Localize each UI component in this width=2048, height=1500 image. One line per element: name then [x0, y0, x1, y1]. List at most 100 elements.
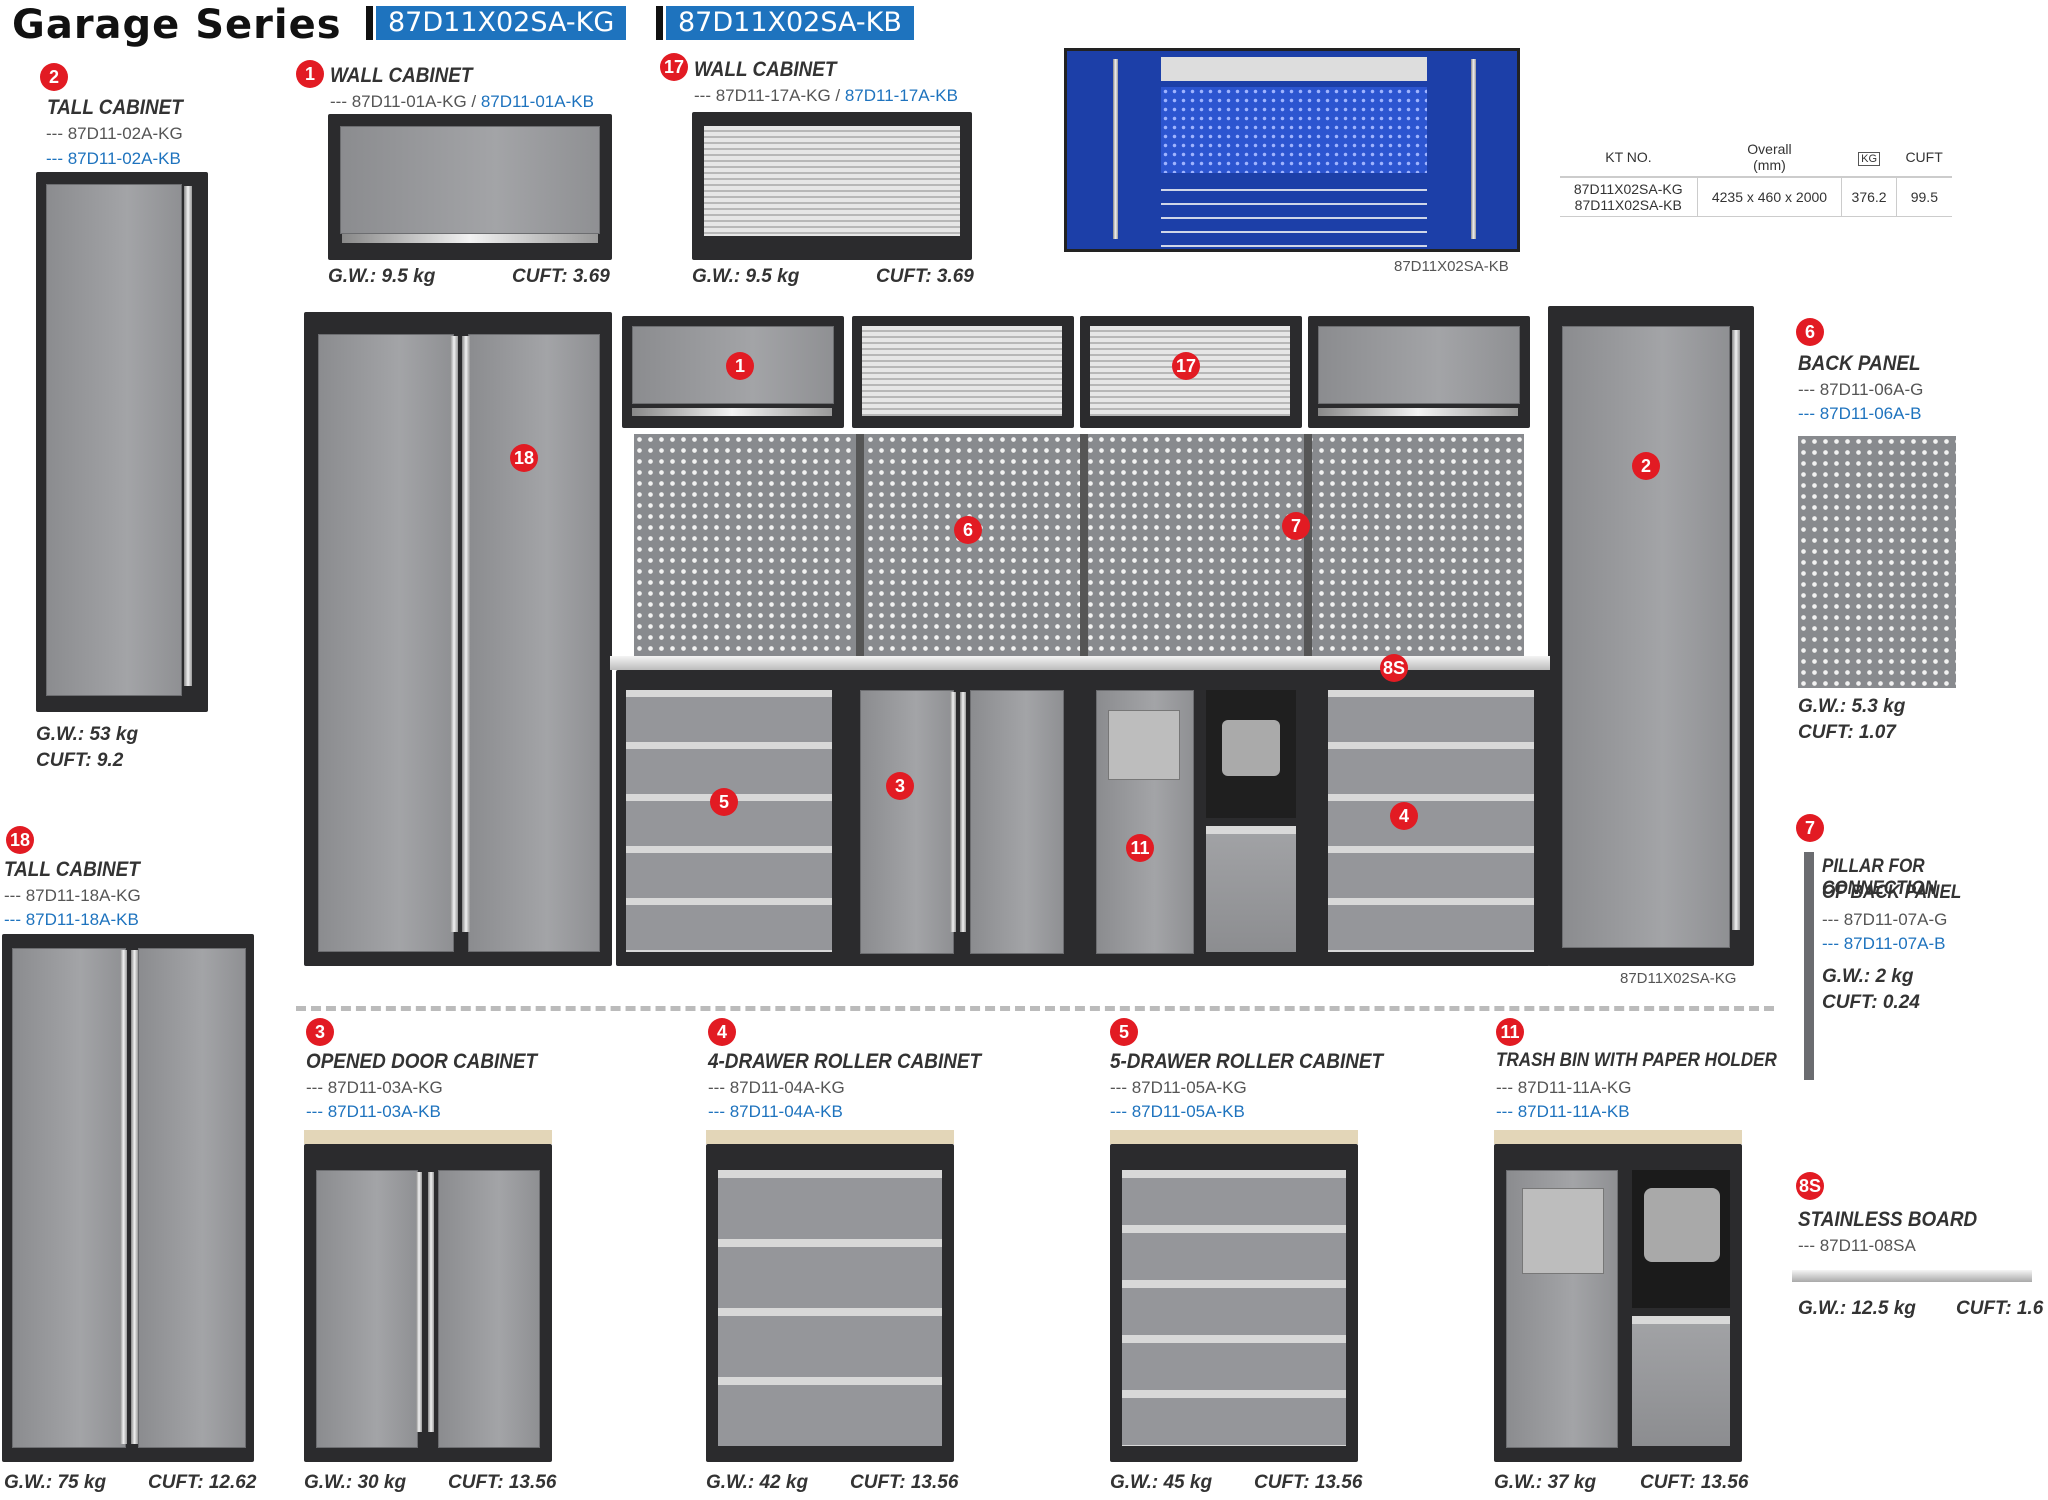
product-title: 4-DRAWER ROLLER CABINET	[708, 1050, 982, 1073]
cuft-value: CUFT: 3.69	[512, 266, 610, 287]
four-drawer-cabinet-image	[706, 1144, 954, 1462]
product-title: STAINLESS BOARD	[1798, 1208, 1978, 1231]
product-title: TALL CABINET	[4, 858, 140, 881]
callout-badge: 8S	[1380, 654, 1408, 682]
photo-caption-kb: 87D11X02SA-KB	[1394, 258, 1509, 275]
cuft-value: CUFT: 13.56	[1640, 1472, 1749, 1493]
tag-divider	[366, 6, 373, 40]
product-code-kg: --- 87D11-17A-KG /	[694, 86, 845, 105]
product-code-kg: --- 87D11-07A-G	[1822, 910, 1948, 929]
product-code-kb: --- 87D11-06A-B	[1798, 404, 1922, 423]
product-number-badge: 18	[6, 826, 34, 854]
product-code: --- 87D11-17A-KG / 87D11-17A-KB	[694, 86, 958, 106]
callout-badge: 7	[1282, 512, 1310, 540]
cuft-value: CUFT: 1.6	[1956, 1298, 2044, 1319]
tall-cabinet-image	[36, 172, 208, 712]
product-number-badge: 4	[708, 1018, 736, 1046]
product-code-kg: --- 87D11-02A-KG	[46, 124, 183, 143]
cuft-value: CUFT: 9.2	[36, 750, 124, 771]
gross-weight: G.W.: 30 kg	[304, 1472, 407, 1493]
gross-weight: G.W.: 9.5 kg	[328, 266, 436, 287]
product-code-kg: --- 87D11-11A-KG	[1496, 1078, 1632, 1097]
shutter-cabinet-image	[692, 112, 972, 260]
product-title: OPENED DOOR CABINET	[306, 1050, 538, 1073]
callout-badge: 4	[1390, 802, 1418, 830]
stainless-board-image	[1792, 1270, 2032, 1282]
product-number-badge: 17	[660, 53, 688, 81]
cuft-value: CUFT: 0.24	[1822, 992, 1920, 1013]
cuft-value: CUFT: 3.69	[876, 266, 974, 287]
tag-divider	[656, 6, 663, 40]
product-code-kb: --- 87D11-07A-B	[1822, 934, 1946, 953]
product-code-kb: --- 87D11-02A-KB	[46, 149, 181, 168]
product-number-badge: 3	[306, 1018, 334, 1046]
spec-table: KT NO. Overall(mm) KG CUFT 87D11X02SA-KG…	[1560, 138, 1952, 217]
tall-cabinet-image	[2, 934, 254, 1462]
gross-weight: G.W.: 9.5 kg	[692, 266, 800, 287]
section-divider	[296, 1006, 1774, 1011]
product-code: --- 87D11-08SA	[1798, 1236, 1916, 1255]
product-number-badge: 1	[296, 60, 324, 88]
product-code-kb: --- 87D11-05A-KB	[1110, 1102, 1245, 1121]
opened-door-cabinet-image	[304, 1144, 552, 1462]
product-title: TRASH BIN WITH PAPER HOLDER	[1496, 1050, 1777, 1071]
callout-badge: 2	[1632, 452, 1660, 480]
product-title: WALL CABINET	[330, 64, 473, 87]
kt-row-kg: 87D11X02SA-KG	[1573, 181, 1683, 197]
product-code-kb: 87D11-17A-KB	[844, 86, 958, 105]
product-title-line1: PILLAR FOR CONNECTION	[1822, 856, 1937, 899]
gross-weight: G.W.: 53 kg	[36, 724, 139, 745]
overall-header: Overall(mm)	[1697, 138, 1842, 177]
product-code-kg: --- 87D11-03A-KG	[306, 1078, 443, 1097]
product-code-kb: --- 87D11-11A-KB	[1496, 1102, 1630, 1121]
callout-badge: 3	[886, 772, 914, 800]
callout-badge: 17	[1172, 352, 1200, 380]
cuft-value: CUFT: 12.62	[148, 1472, 257, 1493]
cuft-header: CUFT	[1905, 149, 1943, 165]
kt-row-kb: 87D11X02SA-KB	[1574, 197, 1682, 213]
product-title: 5-DRAWER ROLLER CABINET	[1110, 1050, 1384, 1073]
gross-weight: G.W.: 12.5 kg	[1798, 1298, 1916, 1319]
product-code-kg: --- 87D11-01A-KG /	[330, 92, 481, 111]
product-number-badge: 6	[1796, 318, 1824, 346]
gross-weight: G.W.: 37 kg	[1494, 1472, 1597, 1493]
product-title: TALL CABINET	[47, 96, 183, 119]
five-drawer-cabinet-image	[1110, 1144, 1358, 1462]
gross-weight: G.W.: 2 kg	[1822, 966, 1914, 987]
product-code-kg: --- 87D11-06A-G	[1798, 380, 1924, 399]
page-title: Garage Series	[12, 2, 342, 48]
product-title: BACK PANEL	[1798, 352, 1921, 375]
pillar-image	[1804, 852, 1814, 1080]
product-number-badge: 7	[1796, 814, 1824, 842]
callout-badge: 5	[710, 788, 738, 816]
kg-set-photo	[304, 306, 1754, 966]
product-code-kb: --- 87D11-04A-KB	[708, 1102, 843, 1121]
product-number-badge: 2	[40, 63, 68, 91]
dims-cell: 4235 x 460 x 2000	[1697, 177, 1843, 217]
product-code-kg: --- 87D11-04A-KG	[708, 1078, 845, 1097]
product-code-kb: --- 87D11-03A-KB	[306, 1102, 441, 1121]
gross-weight: G.W.: 75 kg	[4, 1472, 107, 1493]
product-number-badge: 8S	[1796, 1172, 1824, 1200]
product-number-badge: 11	[1496, 1018, 1524, 1046]
product-code-kb: 87D11-01A-KB	[480, 92, 594, 111]
product-title: WALL CABINET	[694, 58, 837, 81]
gross-weight: G.W.: 42 kg	[706, 1472, 809, 1493]
product-code-kg: --- 87D11-18A-KG	[4, 886, 141, 905]
cuft-value: CUFT: 13.56	[448, 1472, 557, 1493]
trash-bin-cabinet-image	[1494, 1144, 1742, 1462]
cuft-value: CUFT: 1.07	[1798, 722, 1896, 743]
product-title-line2: OF BACK PANEL	[1822, 882, 1962, 903]
callout-badge: 11	[1126, 834, 1154, 862]
kb-set-photo	[1064, 48, 1520, 252]
wall-cabinet-image	[328, 114, 612, 260]
product-code: --- 87D11-01A-KG / 87D11-01A-KB	[330, 92, 594, 112]
cuft-value: CUFT: 13.56	[1254, 1472, 1363, 1493]
kt-no-header: KT NO.	[1605, 149, 1652, 165]
photo-caption-kg: 87D11X02SA-KG	[1620, 970, 1737, 987]
overall-label: Overall	[1747, 141, 1792, 157]
gross-weight: G.W.: 45 kg	[1110, 1472, 1213, 1493]
weight-icon: KG	[1842, 138, 1896, 177]
back-panel-image	[1798, 436, 1956, 688]
gross-weight: G.W.: 5.3 kg	[1798, 696, 1906, 717]
